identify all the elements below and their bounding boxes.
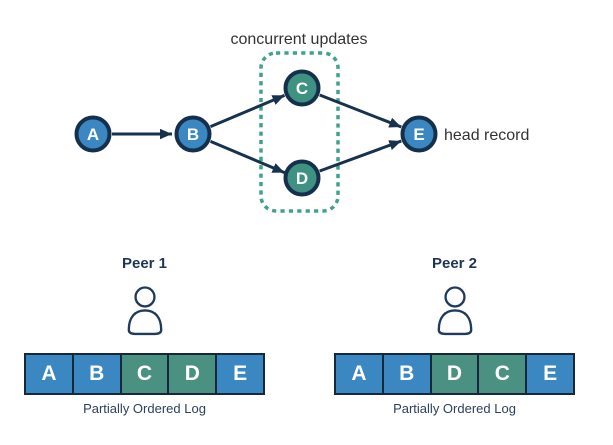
node-c-circle	[283, 69, 321, 107]
peer-2-title: Peer 2	[431, 255, 478, 272]
node-c-label: C	[296, 79, 308, 98]
node-a-circle	[74, 115, 112, 153]
peer-2-log: A B D C E	[334, 353, 575, 395]
log-cell: D	[429, 355, 478, 393]
log-cell: A	[26, 355, 72, 393]
log-cell: B	[71, 355, 120, 393]
dag-graph: concurrent updates A B C D E head record	[74, 31, 529, 213]
node-b-circle	[174, 115, 212, 153]
person-icon	[127, 286, 162, 336]
edge-c-e	[319, 93, 402, 129]
log-cell: B	[381, 355, 430, 393]
peer-2-log-caption: Partially Ordered Log	[393, 401, 516, 416]
log-cell: A	[336, 355, 382, 393]
peer-1-log-caption: Partially Ordered Log	[83, 401, 206, 416]
edge-d-e	[319, 139, 402, 173]
node-e: E	[400, 115, 438, 153]
peer-1-panel: Peer 1 A B C D E Partially Ordered Log	[24, 254, 265, 417]
node-b-label: B	[187, 125, 199, 144]
head-record-label: head record	[444, 127, 529, 144]
log-cell: E	[215, 355, 263, 393]
node-b: B	[174, 115, 212, 153]
edge-b-c	[209, 94, 286, 128]
peer-1-log: A B C D E	[24, 353, 265, 395]
peer-1-title: Peer 1	[121, 255, 168, 272]
node-a: A	[74, 115, 112, 153]
node-e-circle	[400, 115, 438, 153]
peer-2-panel: Peer 2 A B D C E Partially Ordered Log	[334, 254, 575, 417]
node-a-label: A	[87, 125, 99, 144]
node-d: D	[283, 159, 321, 197]
concurrent-updates-box	[259, 51, 340, 213]
log-cell: C	[119, 355, 168, 393]
concurrent-updates-label: concurrent updates	[231, 31, 368, 48]
person-icon	[437, 286, 472, 336]
log-cell: D	[167, 355, 216, 393]
node-e-label: E	[413, 125, 424, 144]
edge-b-d	[209, 140, 286, 174]
log-cell: E	[525, 355, 573, 393]
log-cell: C	[477, 355, 526, 393]
node-d-label: D	[296, 169, 308, 188]
node-c: C	[283, 69, 321, 107]
node-d-circle	[283, 159, 321, 197]
